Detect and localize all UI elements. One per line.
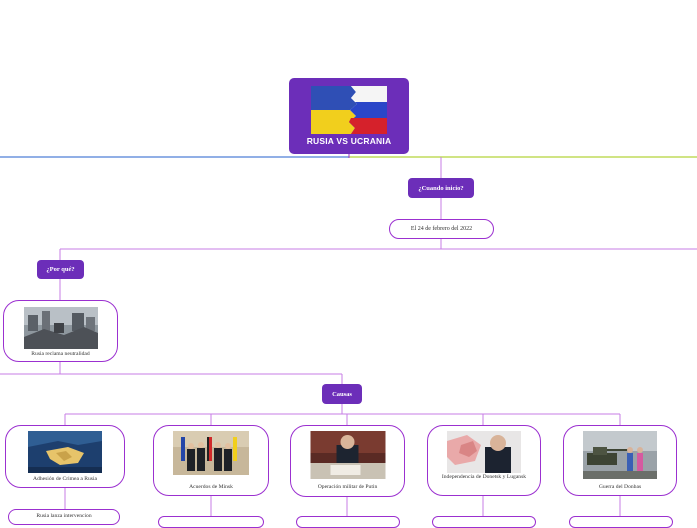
ukraine-russia-flag-icon	[311, 86, 387, 134]
causes-node[interactable]: Causas	[322, 384, 362, 404]
cause-sub-node-operation[interactable]	[296, 516, 400, 528]
why-question-node[interactable]: ¿Por qué?	[37, 260, 84, 279]
cause-card-donbas[interactable]: Guerra del Donbas	[563, 425, 677, 496]
donbas-photo-icon	[583, 431, 657, 479]
cause-sub-node-donbas[interactable]	[569, 516, 673, 528]
why-answer-node[interactable]: Rusia reclama neutralidad	[3, 300, 118, 362]
cause-card-minsk[interactable]: Acuerdos de Minsk	[153, 425, 269, 496]
cause-card-crimea[interactable]: Adhesión de Crimea a Rusia	[5, 425, 125, 488]
leaders-group-photo-icon	[173, 431, 249, 475]
when-answer-node[interactable]: El 24 de febrero del 2022	[389, 219, 494, 239]
cause-label-crimea: Adhesión de Crimea a Rusia	[8, 476, 122, 483]
war-ruins-photo-icon	[24, 307, 98, 349]
root-topic-node[interactable]: RUSIA VS UCRANIA	[289, 78, 409, 154]
cause-sub-label-crimea: Rusia lanza intervencion	[9, 513, 119, 519]
cause-card-independence[interactable]: Independencia de Donetsk y Lugansk	[427, 425, 541, 496]
when-question-node[interactable]: ¿Cuando inicio?	[408, 178, 474, 198]
cause-sub-node-crimea[interactable]: Rusia lanza intervencion	[8, 509, 120, 525]
cause-sub-node-independence[interactable]	[432, 516, 536, 528]
cause-card-operation[interactable]: Operación militar de Putin	[290, 425, 405, 497]
why-answer-label: Rusia reclama neutralidad	[6, 351, 115, 358]
cause-label-donbas: Guerra del Donbas	[566, 484, 674, 491]
root-title: RUSIA VS UCRANIA	[289, 136, 409, 146]
cause-label-operation: Operación militar de Putin	[293, 484, 402, 491]
cause-sub-node-minsk[interactable]	[158, 516, 264, 528]
cause-label-independence: Independencia de Donetsk y Lugansk	[430, 474, 538, 481]
putin-map-photo-icon	[447, 431, 521, 473]
cause-label-minsk: Acuerdos de Minsk	[156, 484, 266, 491]
putin-desk-photo-icon	[310, 431, 385, 479]
crimea-map-icon	[28, 431, 102, 473]
